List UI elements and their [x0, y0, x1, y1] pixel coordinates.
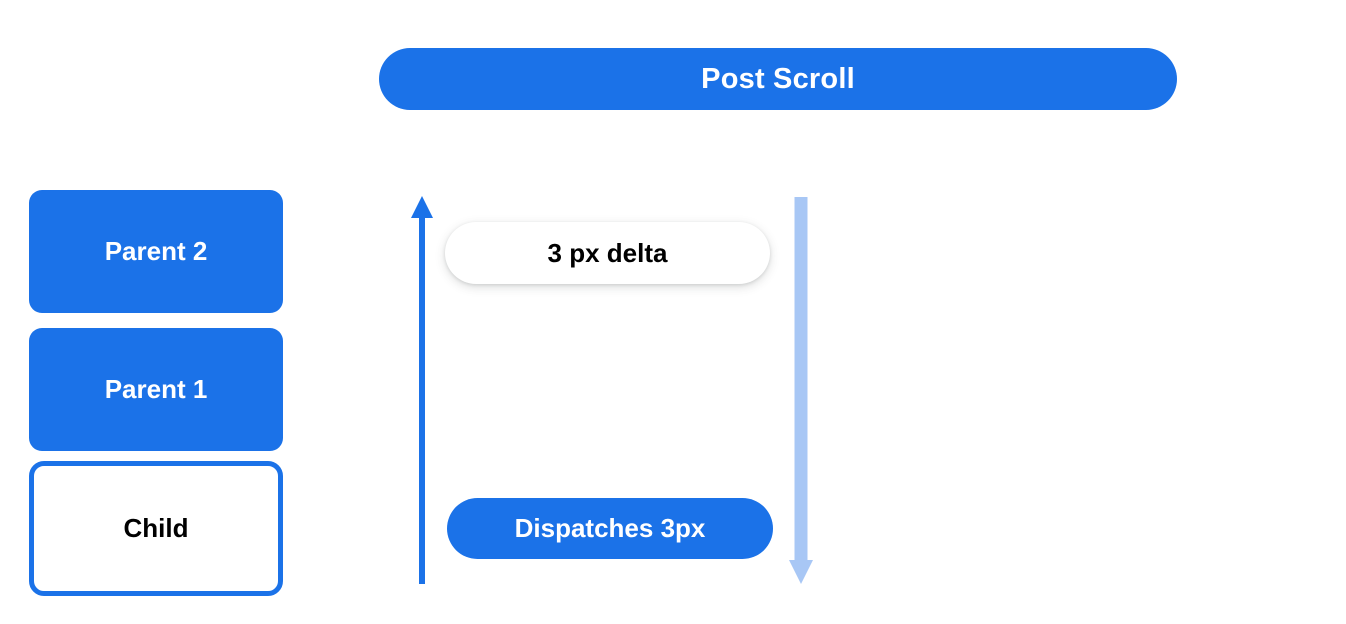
dispatch-pill: Dispatches 3px [447, 498, 773, 559]
arrow-up-head [411, 196, 433, 218]
delta-pill-label: 3 px delta [547, 237, 668, 268]
arrow-down-icon [789, 197, 813, 584]
stack-box-parent-1: Parent 1 [29, 328, 283, 451]
stack-box-parent-1-label: Parent 1 [104, 374, 208, 404]
arrow-up-shaft [419, 216, 425, 584]
arrow-up-icon [410, 196, 434, 584]
diagram-title-label: Post Scroll [701, 62, 855, 95]
dispatch-pill-label: Dispatches 3px [514, 513, 706, 543]
stack-box-child: Child [29, 461, 283, 596]
stack-box-child-label: Child [123, 513, 189, 543]
arrow-down-shaft [794, 197, 808, 560]
delta-pill: 3 px delta [445, 222, 770, 284]
diagram-title-bar: Post Scroll [379, 48, 1177, 110]
stack-box-parent-2-label: Parent 2 [104, 236, 208, 266]
stack-box-parent-2: Parent 2 [29, 190, 283, 313]
arrow-down-head [789, 560, 813, 584]
